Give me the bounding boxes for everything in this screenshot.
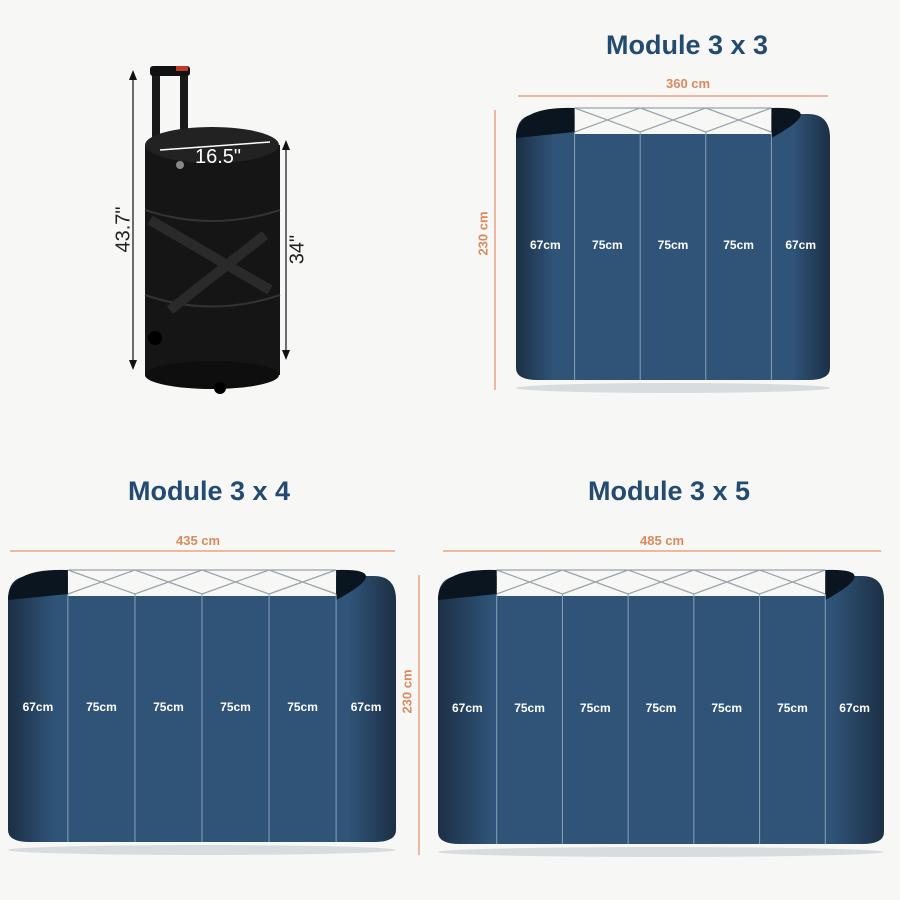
module-3x3-title: Module 3 x 3	[606, 30, 769, 60]
end-cap	[825, 569, 855, 600]
module-body	[438, 576, 884, 844]
module-frame-graphic	[8, 568, 396, 855]
frame-truss	[639, 107, 707, 133]
module-shadow	[8, 845, 396, 855]
module-3x5-wall: 67cm 75cm 75cm 75cm 75cm 75cm 67cm	[438, 568, 884, 857]
module-3x4-width-label: 435 cm	[176, 533, 221, 548]
panel-width-label: 67cm	[529, 238, 561, 252]
module-shadow	[516, 383, 830, 393]
panel-width-label: 75cm	[723, 238, 754, 252]
panel-width-label: 75cm	[592, 238, 623, 252]
module-3x5-title: Module 3 x 5	[588, 476, 751, 506]
panel-width-label: 67cm	[350, 700, 382, 714]
module-3x4-wall: 67cm 75cm 75cm 75cm 75cm 67cm	[8, 568, 396, 855]
panel-width-label: 75cm	[579, 701, 611, 715]
module-3x3-height-line	[494, 110, 496, 390]
panel-width-label: 67cm	[785, 238, 817, 252]
frame-truss	[574, 107, 641, 133]
frame-truss	[67, 569, 136, 595]
frame-truss	[268, 569, 337, 595]
module-3x4-title: Module 3 x 4	[128, 476, 291, 506]
end-cap	[336, 569, 367, 600]
case-height-label: 43.7"	[112, 206, 135, 253]
module-3x5-height-line	[418, 575, 420, 855]
module-frame-graphic	[516, 106, 830, 393]
frame-truss	[705, 107, 772, 133]
panel-width-label: 75cm	[287, 700, 318, 714]
case-diameter-label: 16.5"	[195, 146, 242, 168]
module-3x4-width-line	[10, 550, 395, 552]
module-body	[516, 114, 830, 380]
panel-width-label: 67cm	[839, 701, 870, 715]
frame-truss	[693, 569, 760, 595]
frame-truss	[134, 569, 203, 595]
module-frame-graphic	[438, 568, 884, 857]
end-cap	[438, 569, 497, 600]
panel-width-label: 75cm	[86, 700, 117, 714]
module-3x5-height-label: 230 cm	[399, 669, 415, 714]
module-3x5-width-label: 485 cm	[640, 533, 685, 548]
panel-width-label: 75cm	[777, 701, 808, 715]
module-3x3-width-label: 360 cm	[666, 76, 711, 91]
frame-truss	[627, 569, 695, 595]
module-shadow	[438, 847, 884, 857]
end-cap	[771, 107, 801, 138]
end-cap	[8, 569, 68, 600]
case-body-height-label: 34"	[286, 234, 309, 265]
module-3x3-wall: 67cm 75cm 75cm 75cm 67cm	[516, 106, 830, 393]
frame-truss	[201, 569, 270, 595]
rolling-case: 16.5" 43.7" 34"	[100, 60, 320, 400]
panel-width-label: 67cm	[451, 701, 483, 715]
panel-width-label: 75cm	[220, 700, 251, 714]
panel-width-label: 75cm	[514, 701, 545, 715]
module-3x5-width-line	[443, 550, 881, 552]
panel-width-label: 75cm	[657, 238, 689, 252]
frame-background	[67, 568, 337, 596]
module-3x3-height-label: 230 cm	[475, 211, 491, 256]
frame-truss	[759, 569, 826, 595]
panel-width-label: 75cm	[645, 701, 677, 715]
frame-truss	[562, 569, 629, 595]
panel-width-label: 75cm	[711, 701, 743, 715]
end-cap	[516, 107, 575, 138]
panel-width-label: 75cm	[153, 700, 184, 714]
frame-truss	[496, 569, 563, 595]
rolling-case-image	[129, 66, 290, 394]
module-3x3-width-line	[518, 95, 828, 97]
panel-width-label: 67cm	[22, 700, 54, 714]
